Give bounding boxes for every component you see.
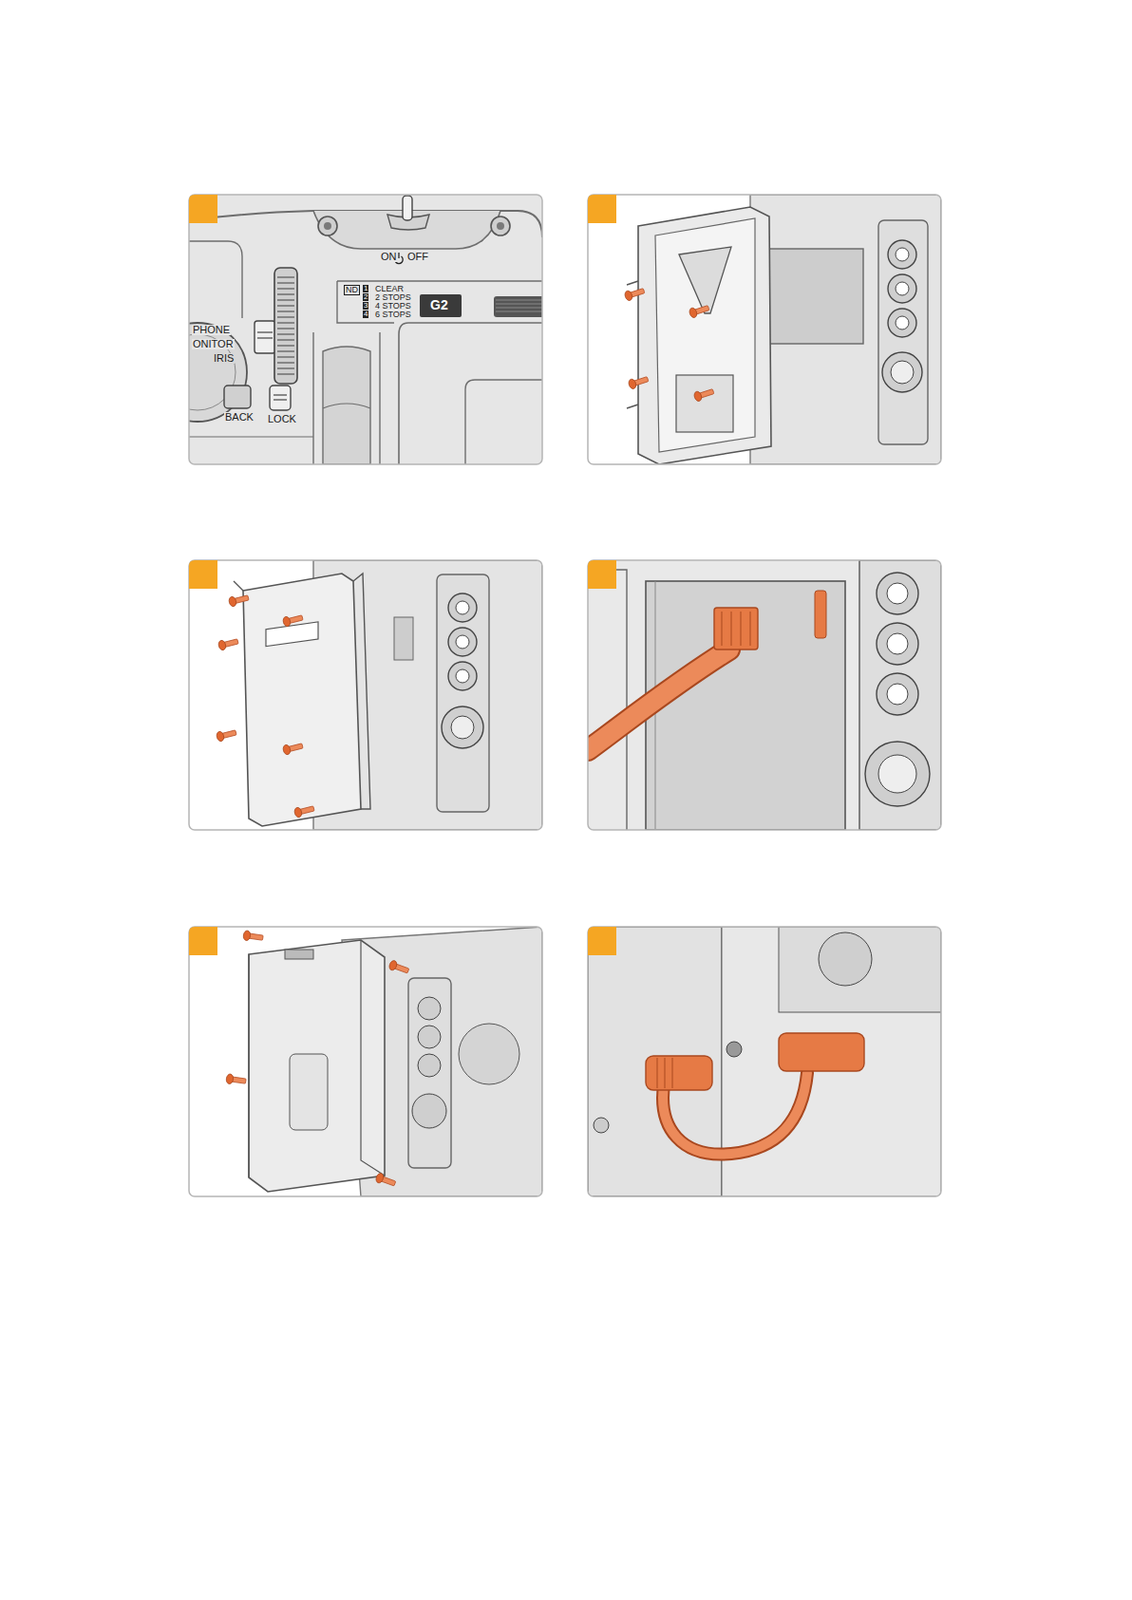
filter-heading: ND	[343, 284, 360, 296]
filter-number: 3	[362, 301, 369, 310]
switch-label: ON	[379, 251, 398, 263]
camera-controls-view	[188, 194, 543, 465]
control-label: IRIS	[212, 353, 235, 364]
filter-setting: 6 STOPS	[374, 310, 413, 320]
battery-plate-view	[587, 194, 942, 465]
model-badge: G2	[429, 298, 450, 312]
filter-setting: 4 STOPS	[374, 301, 413, 311]
power-connector-view	[587, 560, 942, 831]
filter-number: 4	[362, 310, 369, 319]
button-label: LOCK	[266, 414, 298, 425]
control-label: PHONE	[191, 324, 231, 336]
filter-setting: CLEAR	[374, 284, 405, 294]
battery-adapter-view	[188, 926, 543, 1197]
switch-label: OFF	[406, 251, 430, 263]
filter-number: 2	[362, 293, 369, 302]
mounting-bracket-view	[188, 560, 543, 831]
step-tabs	[188, 194, 617, 956]
filter-setting: 2 STOPS	[374, 293, 413, 302]
control-label: ONITOR	[191, 339, 235, 350]
button-label: BACK	[224, 412, 255, 423]
panel-frames	[188, 194, 942, 1197]
filter-number: 1	[362, 284, 369, 293]
cable-connection-view	[587, 926, 942, 1197]
